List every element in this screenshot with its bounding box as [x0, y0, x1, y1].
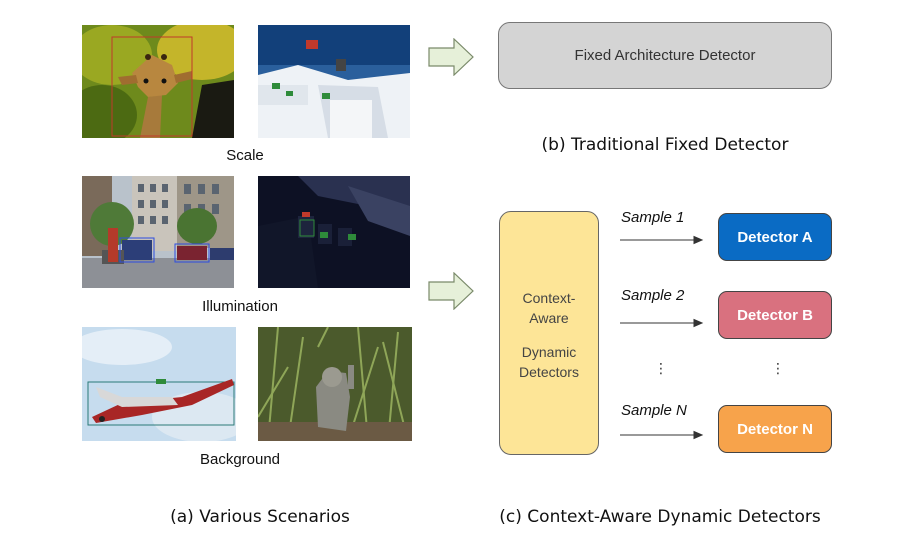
plane-sky-photo: [82, 327, 236, 441]
sample-arrows: [620, 235, 704, 440]
caption-context-aware-dynamic-detectors: (c) Context-Aware Dynamic Detectors: [499, 507, 821, 527]
dynamic-detectors-label: Dynamic Detectors: [519, 344, 579, 380]
caption-various-scenarios: (a) Various Scenarios: [170, 507, 350, 527]
row-label-scale: Scale: [226, 147, 264, 164]
row-label-background: Background: [199, 451, 281, 468]
detector-a-label: Detector A: [737, 228, 813, 246]
detector-a-box: Detector A: [718, 213, 832, 261]
detector-ellipsis: ⋮: [771, 361, 785, 377]
sample-ellipsis: ⋮: [654, 361, 668, 377]
caption-traditional-fixed-detector: (b) Traditional Fixed Detector: [541, 135, 789, 155]
arrow-to-fixed-icon: [428, 38, 474, 76]
detector-n-box: Detector N: [718, 405, 832, 453]
detector-b-label: Detector B: [737, 306, 813, 324]
airplane-interior-photo: [258, 176, 410, 288]
street-photo: [82, 176, 234, 288]
giraffe-photo: [82, 25, 234, 138]
sample-1-label: Sample 1: [621, 209, 685, 226]
ski-snow-photo: [258, 25, 410, 138]
row-label-illumination: Illumination: [202, 298, 278, 315]
arrow-to-dynamic-icon: [428, 272, 474, 310]
cat-grass-photo: [258, 327, 412, 441]
fixed-architecture-detector-box: Fixed Architecture Detector: [498, 22, 832, 89]
context-aware-label: Context- Aware: [522, 290, 576, 326]
context-aware-dynamic-box: Context- Aware Dynamic Detectors: [499, 211, 599, 455]
detector-n-label: Detector N: [737, 420, 813, 438]
sample-2-label: Sample 2: [621, 287, 685, 304]
fixed-architecture-label: Fixed Architecture Detector: [574, 47, 756, 64]
sample-n-label: Sample N: [621, 402, 687, 419]
detector-b-box: Detector B: [718, 291, 832, 339]
